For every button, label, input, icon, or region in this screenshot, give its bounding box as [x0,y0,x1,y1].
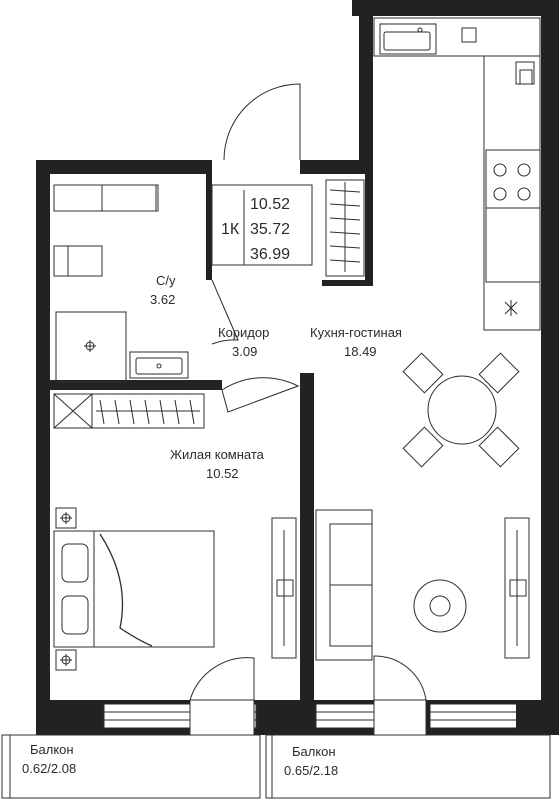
dining-chairs [402,352,520,468]
shower-tray [55,311,127,383]
sofa [315,509,373,661]
total-area-value: 35.72 [250,221,290,238]
dining-table [427,375,497,445]
window-kitchen-left [315,703,375,729]
balcony-left-label: Балкон [30,742,74,757]
kitchen-area: 18.49 [344,344,377,359]
cooktop-icon [485,149,541,209]
wall-closet-right [365,174,373,286]
corridor-label: Коридор [218,325,269,340]
bed [53,507,215,671]
bathroom-fixtures [53,184,189,383]
entrance-door-swing [223,83,301,161]
coffee-table [413,579,467,633]
apartment-type: 1К [221,221,240,238]
living-area-value: 10.52 [250,196,290,213]
room-labels: С/у 3.62 Коридор 3.09 Кухня-гостиная 18.… [22,273,402,778]
windows [103,699,541,736]
balcony-right-label: Балкон [292,744,336,759]
balcony-left-outline [1,734,261,799]
wall-outer-right [541,0,559,735]
bedroom-wardrobe [53,393,205,429]
bedroom-label: Жилая комната [170,447,265,462]
corridor-area: 3.09 [232,344,257,359]
doors [189,83,427,701]
fridge-icon [504,300,518,316]
balcony-door-kitchen [373,699,427,736]
nightstand-lamp-icon [55,649,77,671]
dining-set [402,352,520,468]
kitchen-label: Кухня-гостиная [310,325,402,340]
wall-bath-bedroom [36,380,222,390]
wall-outer-top [352,0,559,16]
bathroom-area: 3.62 [150,292,175,307]
bedroom-area: 10.52 [206,466,239,481]
window-kitchen-right [429,703,521,729]
walls [36,0,559,735]
balconies [1,734,551,799]
bathroom-door-swing [211,279,239,345]
wall-bedroom-kitchen [300,373,314,735]
balcony-door-bedroom [189,699,255,736]
kitchen-counter [373,17,541,57]
wall-closet-bottom [322,280,373,286]
kitchen-sink [379,23,437,55]
nightstand-lamp-icon [55,507,77,529]
bath-counter [53,184,159,212]
wall-bath-right-top [206,160,212,280]
wall-outer-left [36,160,50,735]
balcony-left-area: 0.62/2.08 [22,761,76,776]
summary-frame [211,184,313,266]
total-with-balcony-value: 36.99 [250,246,290,263]
wall-top-bathroom [36,160,212,174]
wall-kitchen-left-upper [359,0,373,174]
summary-box: 1К 10.52 35.72 36.99 [211,184,313,266]
kitchen-run [483,55,541,331]
corridor-closet [325,179,365,277]
kitchen-fixtures [373,17,541,331]
shower-drain-icon [84,340,96,352]
balcony-door-left-swing [189,657,255,701]
bathroom-label: С/у [156,273,176,288]
kitchen-appliance [461,27,477,43]
tv-unit-kitchen [504,517,530,659]
bath-sink [129,351,189,379]
balcony-right-outline [265,734,551,799]
balcony-right-area: 0.65/2.18 [284,763,338,778]
bedroom-door-swing [221,377,300,413]
tv-unit-bedroom [271,517,297,659]
balcony-door-right-swing [373,655,427,701]
wall-kitchen-top [300,160,372,174]
toilet [53,245,103,277]
